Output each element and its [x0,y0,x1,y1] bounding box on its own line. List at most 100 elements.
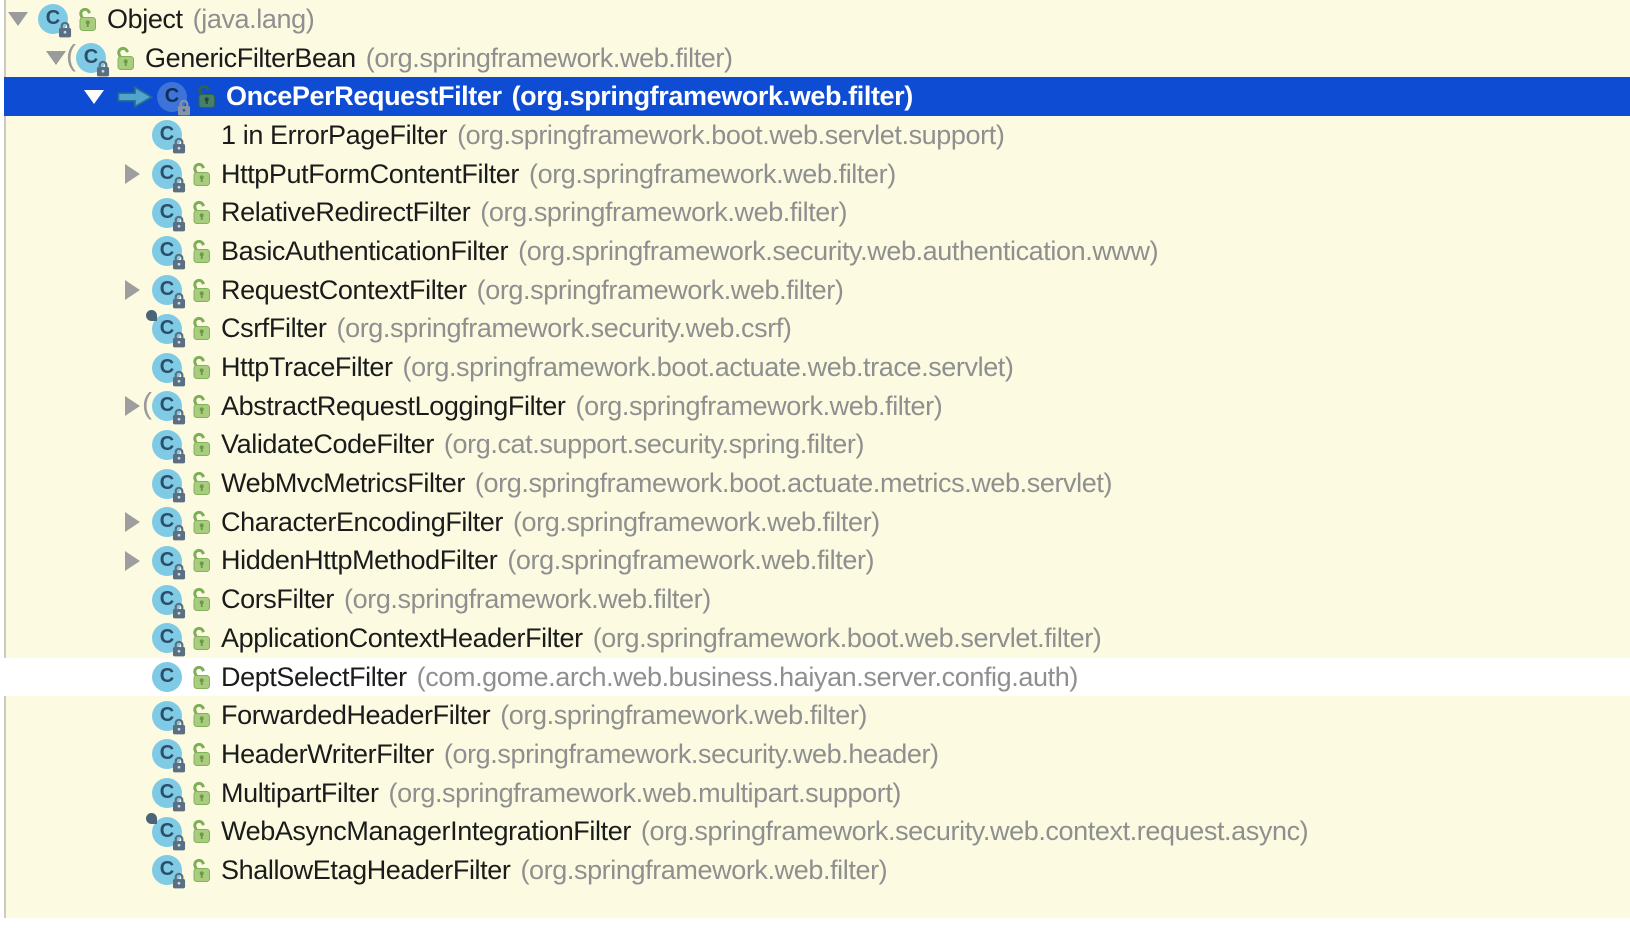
tree-row[interactable]: C OncePerRequestFilter (org.sprin [4,77,1630,117]
open-lock-icon [190,626,211,651]
tree-row[interactable]: ( C AbstractRequestLogging [4,387,1630,426]
class-icon: C [152,120,186,154]
class-icon: C [152,662,182,693]
class-icon: C [152,623,186,657]
row-label: DeptSelectFilter (com.gome.arch.web.busi… [221,662,1078,693]
class-circle-icon: C [152,584,182,615]
tree-row[interactable]: C BasicAuthenticationFilter (org. [4,232,1630,271]
class-name: ShallowEtagHeaderFilter [221,854,511,885]
row-label: HttpTraceFilter (org.springframework.boo… [221,352,1014,383]
tree-row[interactable]: C WebAsyncManagerIntegrationFilter [4,812,1630,851]
expand-arrow-icon[interactable] [120,277,144,303]
collapse-arrow-icon[interactable] [6,6,30,32]
class-icon: C [157,81,191,116]
readonly-lock-badge-icon [172,795,186,812]
open-lock-icon [114,46,135,71]
expand-arrow-icon[interactable] [120,161,144,187]
tree-row[interactable]: C RelativeRedirectFilter (org.spr [4,193,1630,232]
open-lock-icon [190,819,211,844]
class-circle-icon: C [152,662,182,693]
tree-row[interactable]: C WebMvcMetricsFilter (org.spring [4,464,1630,503]
expander-spacer [120,857,144,883]
class-package: (com.gome.arch.web.business.haiyan.serve… [416,661,1079,692]
tree-row[interactable]: C ApplicationContextHeaderFilter [4,619,1630,658]
open-lock-icon [190,548,211,573]
readonly-lock-badge-icon [172,137,186,154]
tree-row[interactable]: C MultipartFilter (org.springfram [4,774,1630,813]
collapse-arrow-icon[interactable] [44,45,68,71]
class-name: WebMvcMetricsFilter [221,468,465,499]
tree-row[interactable]: C HttpTraceFilter (org.springfram [4,348,1630,387]
class-circle-icon: C [152,159,182,190]
tree-row[interactable]: C ShallowEtagHeaderFilter (org.sp [4,851,1630,890]
panel-left-border [4,0,6,918]
class-package: (org.springframework.web.filter) [365,42,733,73]
open-lock-icon [190,781,211,806]
class-package: (org.springframework.security.web.contex… [640,816,1309,847]
expand-arrow-icon[interactable] [120,509,144,535]
type-hierarchy-tree: C Object (java.lang) [4,0,1630,918]
readonly-lock-badge-icon [58,21,72,38]
collapse-arrow-icon[interactable] [82,84,106,110]
tree-row[interactable]: C 1 in ErrorPageFilter (org.sprin [4,116,1630,155]
class-name: CsrfFilter [221,313,327,344]
row-label: RelativeRedirectFilter (org.springframew… [221,197,848,228]
row-label: CharacterEncodingFilter (org.springframe… [221,507,880,538]
class-package: (org.springframework.security.web.header… [443,738,939,769]
class-circle-icon: C [152,507,182,538]
class-icon: ( C [66,40,110,77]
tree-row[interactable]: C CsrfFilter (org.springframework [4,309,1630,349]
class-name: HiddenHttpMethodFilter [221,545,498,576]
tree-row[interactable]: ( C GenericFilterBean [4,39,1630,78]
expand-arrow-icon[interactable] [120,393,144,419]
class-package: (org.springframework.web.filter) [344,584,711,615]
class-name: CorsFilter [221,584,335,615]
open-lock-icon [190,239,211,264]
class-package: (org.springframework.web.filter) [480,197,848,228]
class-name: 1 in ErrorPageFilter [221,119,448,150]
row-label: WebAsyncManagerIntegrationFilter (org.sp… [221,816,1309,847]
row-label: ForwardedHeaderFilter (org.springframewo… [221,700,867,731]
class-package: (org.springframework.web.filter) [575,390,943,421]
tree-row[interactable]: C ValidateCodeFilter (org.cat.sup [4,426,1630,465]
readonly-lock-badge-icon [172,718,186,735]
expand-arrow-icon[interactable] [120,548,144,574]
row-label: CorsFilter (org.springframework.web.filt… [221,584,711,615]
row-label: Object (java.lang) [107,3,315,35]
class-package: (org.springframework.web.filter) [476,274,844,305]
tree-row[interactable]: C CorsFilter (org.springframework [4,580,1630,619]
class-name: MultipartFilter [221,777,379,808]
class-icon: C [152,584,186,619]
readonly-lock-badge-icon [172,524,186,541]
tree-row[interactable]: C RequestContextFilter (org.sprin [4,271,1630,310]
readonly-lock-badge-icon [172,640,186,657]
class-name: RelativeRedirectFilter [221,197,471,228]
row-label: RequestContextFilter (org.springframewor… [221,274,844,306]
expander-spacer [120,238,144,264]
expander-spacer [120,471,144,497]
tree-row[interactable]: C HttpPutFormContentFilter (org.s [4,155,1630,194]
tree-row[interactable]: C HiddenHttpMethodFilter (org.spr [4,542,1630,581]
class-name: Object [107,3,183,34]
tree-row[interactable]: C DeptSelectFilter (com.gome.arch.web.bu… [4,657,1630,697]
class-icon: C [152,855,186,889]
class-icon: C [152,700,186,735]
abstract-marker-icon: ( [142,387,152,421]
class-name: HeaderWriterFilter [221,738,434,769]
row-label: HiddenHttpMethodFilter (org.springframew… [221,545,875,576]
class-icon: C [152,197,186,232]
class-icon: C [146,309,186,348]
class-icon: C [152,352,186,386]
open-lock-icon [190,355,211,380]
class-name: OncePerRequestFilter [226,81,502,112]
tree-row[interactable]: C ForwardedHeaderFilter (org.spri [4,696,1630,735]
class-name: HttpPutFormContentFilter [221,158,519,189]
class-name: AbstractRequestLoggingFilter [221,390,566,421]
readonly-lock-badge-icon [172,447,186,464]
class-name: GenericFilterBean [145,42,356,73]
tree-row[interactable]: C HeaderWriterFilter (org.springf [4,735,1630,774]
tree-row[interactable]: C Object (java.lang) [4,0,1630,39]
open-lock-icon [190,510,211,535]
row-label: 1 in ErrorPageFilter (org.springframewor… [221,119,1005,151]
tree-row[interactable]: C CharacterEncodingFilter (org.sp [4,503,1630,542]
